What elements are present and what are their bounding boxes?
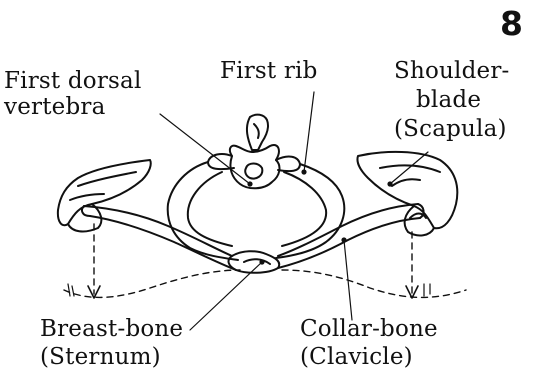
left-scapula xyxy=(58,160,151,231)
tick-marks xyxy=(68,284,430,296)
first-ribs xyxy=(168,162,345,260)
first-dorsal-vertebra xyxy=(208,115,300,189)
leader-clavicle xyxy=(344,240,352,320)
label-sternum-line2: (Sternum) xyxy=(40,344,161,371)
label-first-rib: First rib xyxy=(220,58,318,85)
label-scapula-line3: (Scapula) xyxy=(394,116,507,143)
label-clavicle-line2: (Clavicle) xyxy=(300,344,413,371)
label-clavicle-line1: Collar-bone xyxy=(300,316,438,343)
label-first-dorsal-vertebra-line2: vertebra xyxy=(4,94,105,121)
leader-rib xyxy=(304,92,314,172)
label-scapula-line1: Shoulder- xyxy=(394,58,510,85)
leader-lines xyxy=(160,92,428,330)
figure-number: 8 xyxy=(500,6,523,42)
right-scapula xyxy=(357,152,457,236)
leader-vertebra xyxy=(160,114,250,184)
label-first-dorsal-vertebra-line1: First dorsal xyxy=(4,68,142,95)
label-scapula-line2: blade xyxy=(416,87,481,114)
label-sternum-line1: Breast-bone xyxy=(40,316,183,343)
leader-sternum xyxy=(190,262,262,330)
